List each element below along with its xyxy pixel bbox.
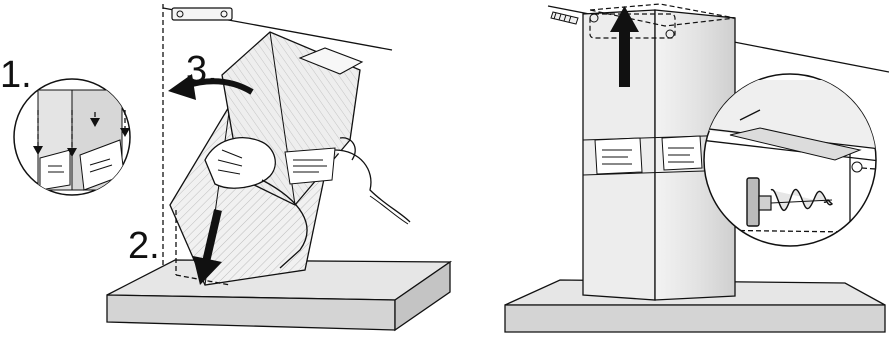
left-installation-panel: 1. 2. 3.	[0, 4, 450, 330]
step-1-detail-circle	[14, 79, 130, 195]
ceiling-bracket	[172, 8, 232, 20]
step-1-label: 1.	[0, 54, 32, 96]
step-3-label: 3.	[186, 49, 218, 91]
wall-plug-icon	[551, 12, 578, 24]
label-sticker-left	[285, 148, 335, 184]
step-2-label: 2.	[128, 225, 160, 267]
right-installation-panel	[505, 4, 889, 332]
